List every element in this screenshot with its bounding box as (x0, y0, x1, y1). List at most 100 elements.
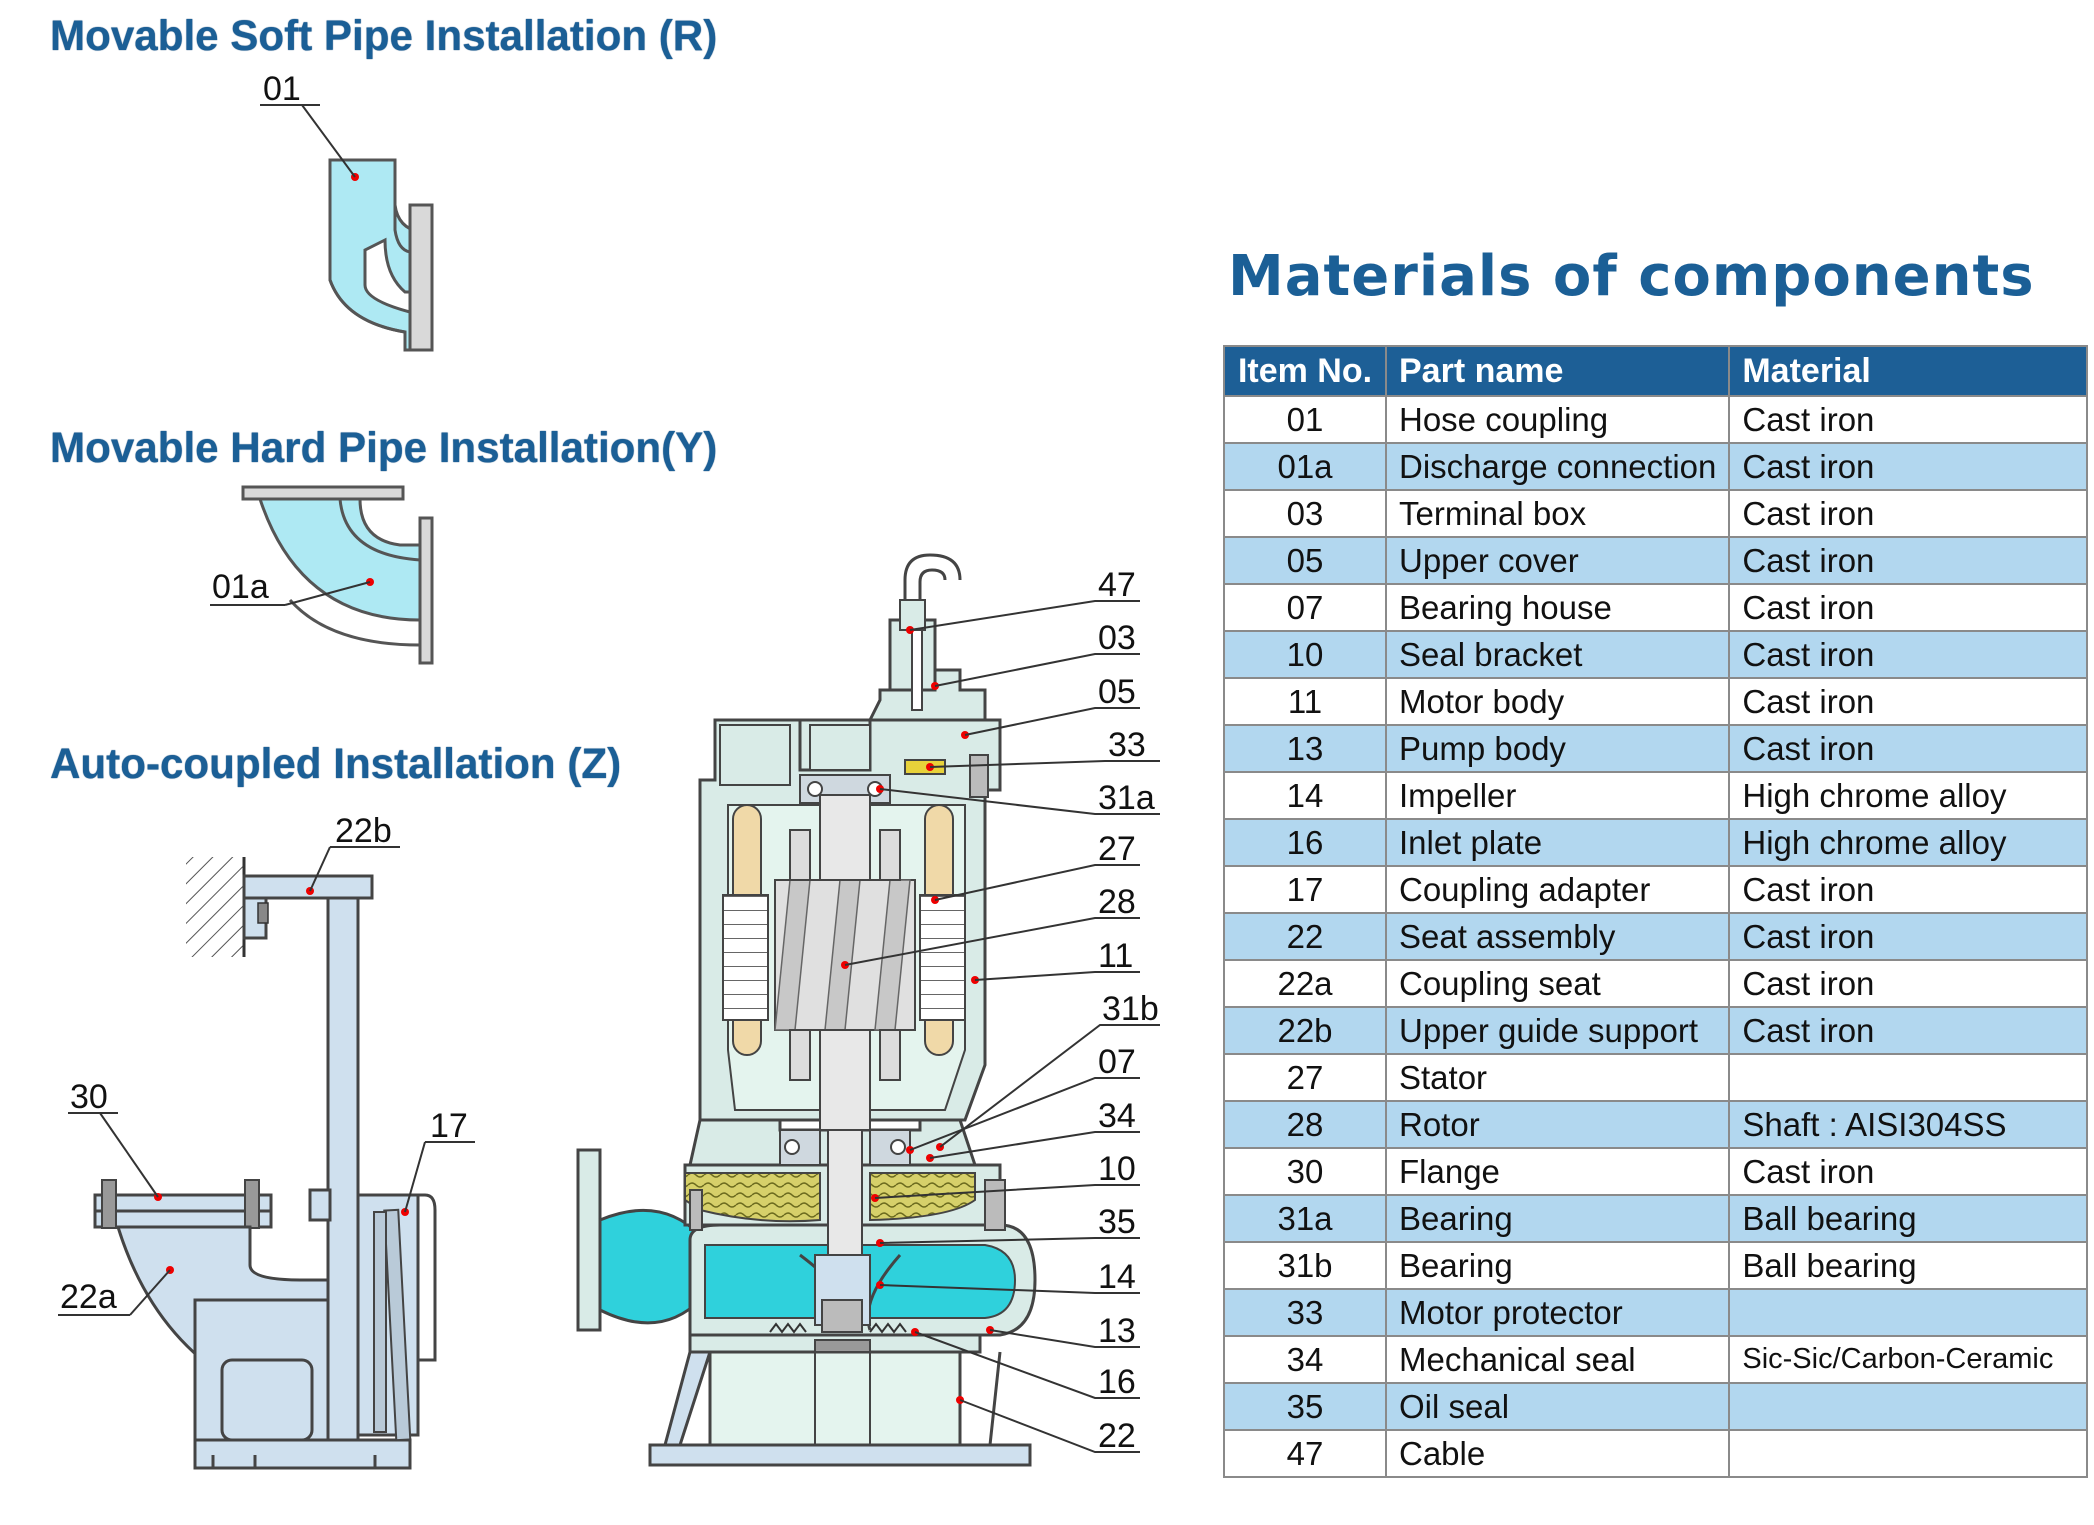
material: Cast iron (1728, 442, 2089, 491)
item-no: 28 (1223, 1100, 1387, 1149)
material: Cast iron (1728, 1147, 2089, 1196)
material: Cast iron (1728, 1006, 2089, 1055)
callout-11: 11 (1098, 937, 1133, 975)
soft-pipe-elbow (328, 158, 434, 352)
item-no: 22 (1223, 912, 1387, 961)
header-material: Material (1728, 345, 2089, 397)
callout-35: 35 (1098, 1203, 1136, 1241)
item-no: 13 (1223, 724, 1387, 773)
item-no: 01a (1223, 442, 1387, 491)
item-no: 31a (1223, 1194, 1387, 1243)
material: Cast iron (1728, 959, 2089, 1008)
callout-13: 13 (1098, 1312, 1136, 1350)
part-name: Bearing house (1384, 583, 1731, 632)
part-name: Seal bracket (1384, 630, 1731, 679)
part-name: Seat assembly (1384, 912, 1731, 961)
material (1728, 1288, 2089, 1337)
part-name: Motor body (1384, 677, 1731, 726)
callout-47: 47 (1098, 566, 1136, 604)
material: Cast iron (1728, 583, 2089, 632)
item-no: 33 (1223, 1288, 1387, 1337)
part-name: Motor protector (1384, 1288, 1731, 1337)
materials-header-row: Item No. Part name Material (1223, 345, 2089, 397)
part-name: Flange (1384, 1147, 1731, 1196)
item-no: 30 (1223, 1147, 1387, 1196)
callout-01: 01 (263, 70, 301, 108)
header-part-name: Part name (1384, 345, 1731, 397)
callout-22a: 22a (60, 1278, 117, 1316)
material: High chrome alloy (1728, 771, 2089, 820)
callout-03: 03 (1098, 619, 1136, 657)
part-name: Pump body (1384, 724, 1731, 773)
callout-34: 34 (1098, 1097, 1136, 1135)
callout-31b: 31b (1102, 990, 1159, 1028)
callout-07: 07 (1098, 1043, 1136, 1081)
item-no: 31b (1223, 1241, 1387, 1290)
item-no: 05 (1223, 536, 1387, 585)
callout-16: 16 (1098, 1363, 1136, 1401)
materials-title: Materials of components (1228, 244, 2035, 309)
item-no: 11 (1223, 677, 1387, 726)
item-no: 27 (1223, 1053, 1387, 1102)
item-no: 14 (1223, 771, 1387, 820)
hard-pipe-title: Movable Hard Pipe Installation(Y) (50, 424, 718, 472)
pump-cross-section (576, 553, 1037, 1467)
material (1728, 1429, 2089, 1478)
part-name: Coupling seat (1384, 959, 1731, 1008)
callout-30: 30 (70, 1078, 108, 1116)
callout-17: 17 (430, 1107, 468, 1145)
callout-27: 27 (1098, 830, 1136, 868)
callout-31a: 31a (1098, 779, 1155, 817)
item-no: 16 (1223, 818, 1387, 867)
material (1728, 1382, 2089, 1431)
material (1728, 1053, 2089, 1102)
item-no: 07 (1223, 583, 1387, 632)
item-no: 22a (1223, 959, 1387, 1008)
material: Cast iron (1728, 724, 2089, 773)
item-no: 22b (1223, 1006, 1387, 1055)
part-name: Mechanical seal (1384, 1335, 1731, 1384)
callout-05: 05 (1098, 673, 1136, 711)
part-name: Hose coupling (1384, 395, 1731, 444)
callout-01a: 01a (212, 568, 269, 606)
item-no: 10 (1223, 630, 1387, 679)
part-name: Bearing (1384, 1194, 1731, 1243)
soft-pipe-title: Movable Soft Pipe Installation (R) (50, 12, 718, 60)
material: Cast iron (1728, 395, 2089, 444)
material: High chrome alloy (1728, 818, 2089, 867)
part-name: Impeller (1384, 771, 1731, 820)
callout-33: 33 (1108, 726, 1146, 764)
auto-coupled-assembly (93, 857, 437, 1470)
material: Ball bearing (1728, 1194, 2089, 1243)
item-no: 17 (1223, 865, 1387, 914)
part-name: Cable (1384, 1429, 1731, 1478)
part-name: Discharge connection (1384, 442, 1731, 491)
material: Cast iron (1728, 865, 2089, 914)
callout-14: 14 (1098, 1258, 1136, 1296)
callout-22b: 22b (335, 812, 392, 850)
material: Cast iron (1728, 489, 2089, 538)
item-no: 35 (1223, 1382, 1387, 1431)
hard-pipe-elbow (241, 485, 434, 665)
callout-28: 28 (1098, 883, 1136, 921)
part-name: Terminal box (1384, 489, 1731, 538)
material: Cast iron (1728, 536, 2089, 585)
callout-10: 10 (1098, 1150, 1136, 1188)
material: Cast iron (1728, 677, 2089, 726)
